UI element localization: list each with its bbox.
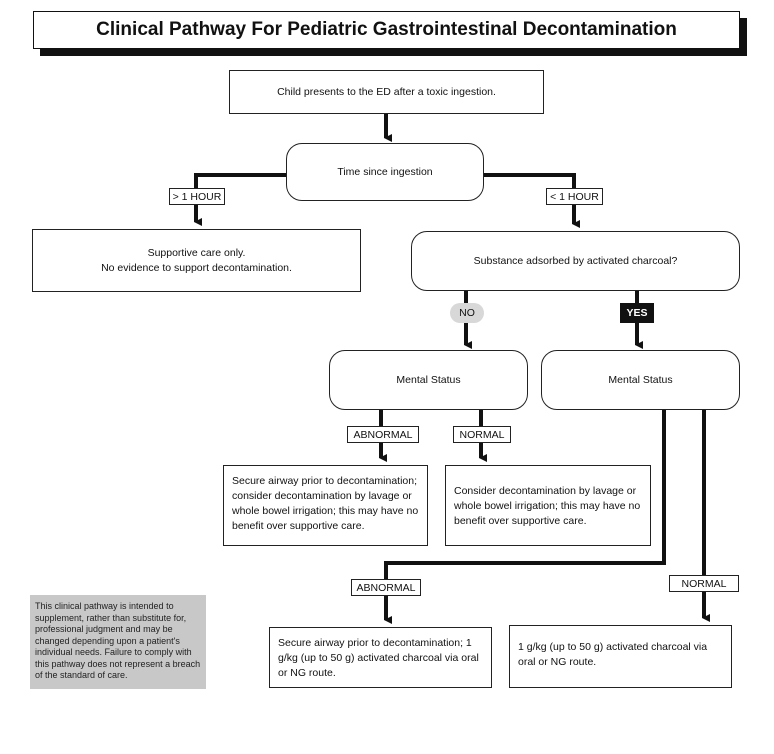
yes-abnormal-outcome-node: Secure airway prior to decontamination; …: [269, 627, 492, 688]
page-title: Clinical Pathway For Pediatric Gastroint…: [33, 11, 740, 49]
disclaimer-note: This clinical pathway is intended to sup…: [30, 595, 206, 689]
yes-normal-outcome-node: 1 g/kg (up to 50 g) activated charcoal v…: [509, 625, 732, 688]
normal-label-no-branch: NORMAL: [453, 426, 511, 443]
supportive-care-node: Supportive care only. No evidence to sup…: [32, 229, 361, 292]
no-abnormal-outcome-node: Secure airway prior to decontamination; …: [223, 465, 428, 546]
connector-time-lt1hour: [482, 173, 580, 228]
lt-1-hour-label: < 1 HOUR: [546, 188, 603, 205]
charcoal-question-node: Substance adsorbed by activated charcoal…: [411, 231, 740, 291]
no-normal-outcome-node: Consider decontamination by lavage or wh…: [445, 465, 651, 546]
gt-1-hour-label: > 1 HOUR: [169, 188, 225, 205]
supportive-care-line-2: No evidence to support decontamination.: [101, 261, 292, 274]
supportive-care-line-1: Supportive care only.: [147, 246, 246, 259]
mental-status-yes-node: Mental Status: [541, 350, 740, 410]
no-label: NO: [450, 303, 484, 323]
normal-label-yes-branch: NORMAL: [669, 575, 739, 592]
abnormal-label-no-branch: ABNORMAL: [347, 426, 419, 443]
connector-time-gt1hour: [194, 173, 288, 226]
start-node: Child presents to the ED after a toxic i…: [229, 70, 544, 114]
yes-label: YES: [620, 303, 654, 323]
abnormal-label-yes-branch: ABNORMAL: [351, 579, 421, 596]
mental-status-no-node: Mental Status: [329, 350, 528, 410]
time-since-ingestion-node: Time since ingestion: [286, 143, 484, 201]
